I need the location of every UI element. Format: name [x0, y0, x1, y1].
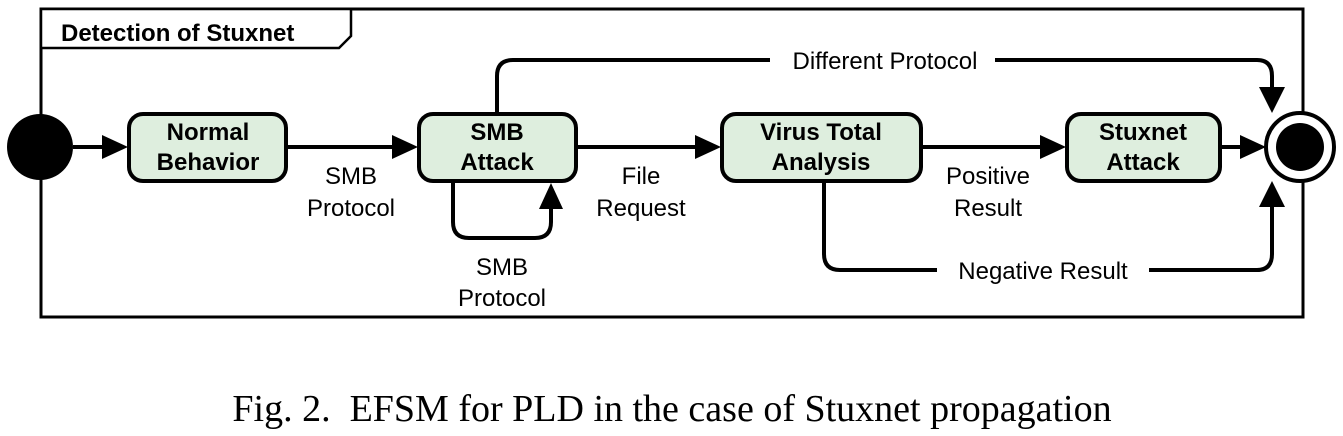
initial-state — [7, 114, 73, 180]
label-smb-loop-line1: SMB — [476, 254, 528, 281]
edge-normal-to-smb — [287, 135, 418, 159]
label-different-protocol: Different Protocol — [793, 48, 978, 75]
edge-stuxnet-to-final — [1221, 135, 1266, 159]
state-stuxnet-line2: Attack — [1106, 149, 1180, 176]
edge-smb-to-virus — [576, 135, 721, 159]
final-state — [1264, 111, 1336, 183]
label-file-request-line2: Request — [596, 195, 686, 222]
state-smb-attack: SMB Attack — [417, 112, 578, 183]
frame-title: Detection of Stuxnet — [61, 20, 294, 47]
state-stuxnet-line1: Stuxnet — [1099, 119, 1187, 146]
edge-virus-to-stuxnet — [922, 135, 1066, 159]
state-virus-line1: Virus Total — [760, 119, 882, 146]
state-normal-behavior: Normal Behavior — [127, 112, 288, 183]
label-smb-protocol-line2: Protocol — [307, 195, 395, 222]
state-virus-line2: Analysis — [772, 149, 871, 176]
state-stuxnet-attack: Stuxnet Attack — [1065, 112, 1222, 183]
state-normal-line1: Normal — [167, 119, 250, 146]
edge-initial-to-normal — [73, 135, 128, 159]
label-smb-protocol-line1: SMB — [325, 163, 377, 190]
label-file-request-line1: File — [622, 163, 661, 190]
figure-caption: Fig. 2. EFSM for PLD in the case of Stux… — [232, 388, 1111, 430]
label-smb-loop-line2: Protocol — [458, 285, 546, 312]
frame-title-tab — [39, 7, 353, 50]
label-negative-result: Negative Result — [958, 258, 1128, 285]
state-smb-line1: SMB — [470, 119, 523, 146]
label-positive-result-line1: Positive — [946, 163, 1030, 190]
label-positive-result-line2: Result — [954, 195, 1022, 222]
state-smb-line2: Attack — [460, 149, 534, 176]
state-virus-total-analysis: Virus Total Analysis — [720, 112, 923, 183]
state-normal-line2: Behavior — [157, 149, 260, 176]
edge-smb-self-loop — [451, 183, 563, 240]
